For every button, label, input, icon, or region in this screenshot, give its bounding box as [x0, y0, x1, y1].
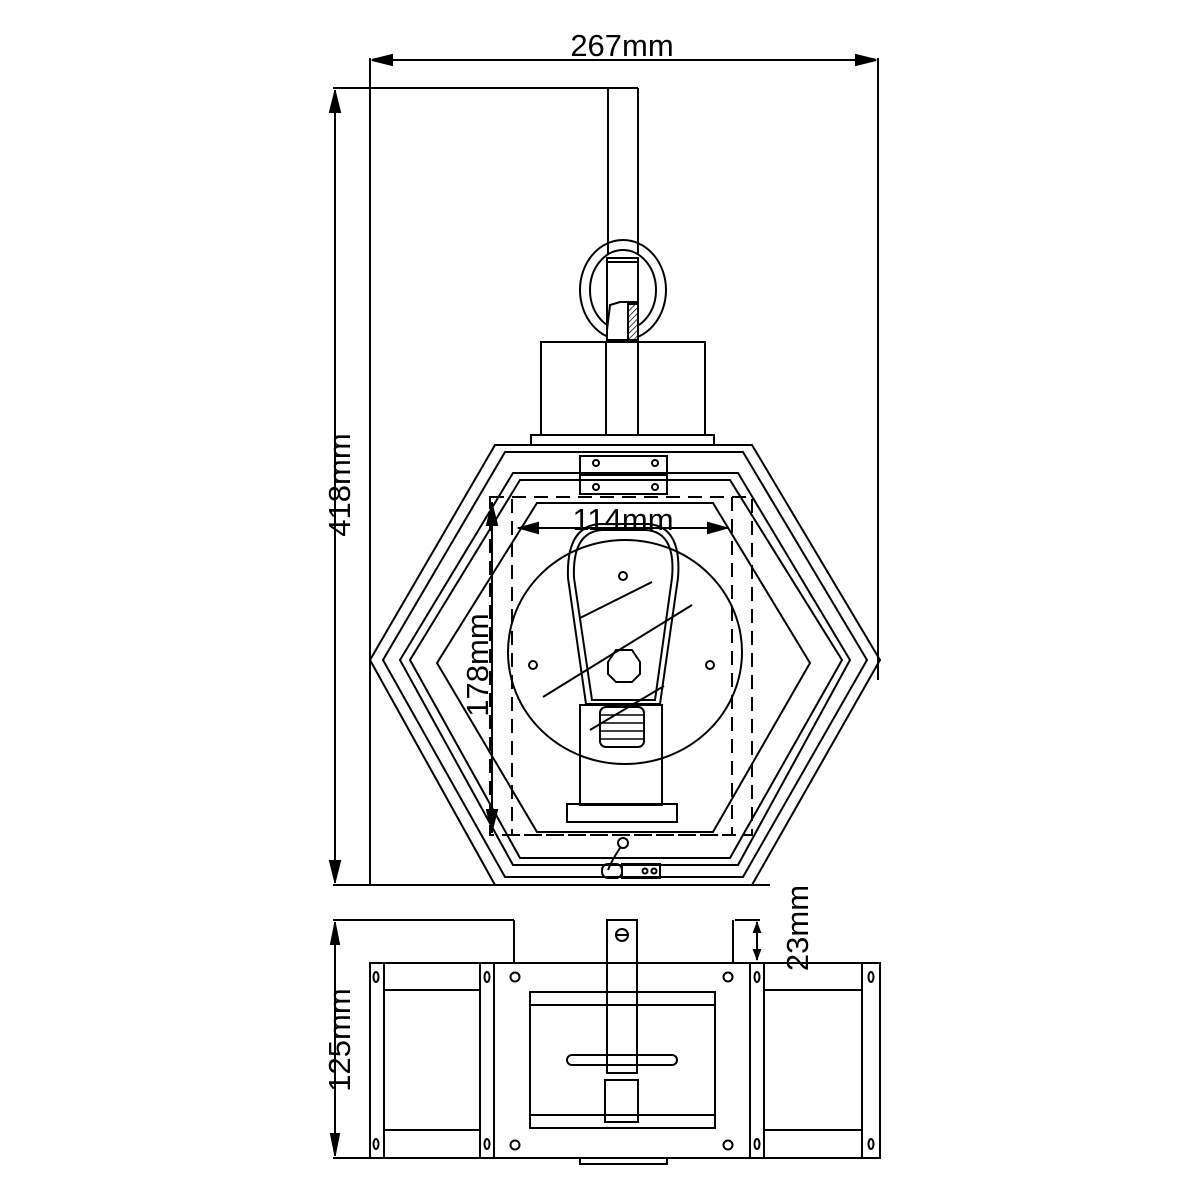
dimension-label-inner-width: 114mm	[572, 502, 673, 537]
dimension-267mm: 267mm	[369, 28, 879, 885]
hexagon-frame	[368, 444, 882, 886]
dimension-label-overall-height: 418mm	[322, 433, 357, 536]
backplate	[507, 539, 743, 765]
dimension-label-backplate-depth: 23mm	[780, 885, 815, 971]
top-view	[369, 919, 881, 1165]
dimension-418mm: 418mm	[322, 87, 770, 886]
dimension-114mm: 114mm	[516, 502, 730, 537]
inner-glass-outline	[511, 496, 733, 836]
hinge	[579, 455, 668, 495]
wall-arm	[370, 87, 639, 255]
dimension-label-overall-width: 267mm	[570, 28, 673, 63]
top-cap	[495, 341, 752, 446]
latch	[601, 837, 661, 879]
dimension-label-projection-depth: 125mm	[322, 988, 357, 1091]
bulb	[542, 523, 693, 823]
dimension-label-inner-height: 178mm	[460, 613, 495, 716]
dimension-125mm: 125mm	[322, 919, 514, 1159]
hanging-ring	[579, 239, 667, 341]
dimension-23mm: 23mm	[735, 885, 815, 971]
dimension-178mm: 178mm	[460, 502, 499, 833]
